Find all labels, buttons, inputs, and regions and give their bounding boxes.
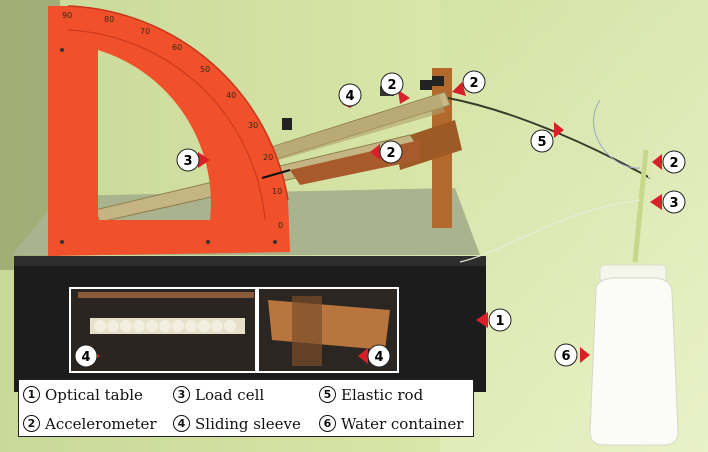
legend-item-load-cell: 3 Load cell: [169, 380, 315, 409]
callout-1: 1: [476, 308, 512, 332]
legend-label: Load cell: [195, 385, 265, 404]
tick-label-70: 70: [140, 27, 150, 36]
flexible-tube: [603, 73, 659, 179]
callout-4-inset-right: 4: [358, 344, 391, 368]
tick-label-30: 30: [248, 121, 258, 130]
protractor-frame: [48, 6, 290, 256]
tick-label-10: 10: [272, 187, 282, 196]
callout-2-accelerometer-right: 2: [452, 70, 486, 96]
svg-text:4: 4: [374, 350, 383, 365]
tick-label-0: 0: [278, 221, 283, 230]
callout-5-elastic-rod: 5: [530, 122, 564, 153]
legend-label: Elastic rod: [341, 385, 424, 404]
protractor-holes: [60, 48, 277, 244]
callout-3-load-cell-left: 3: [176, 148, 210, 172]
callout-3-load-cell-right: 3: [650, 190, 686, 214]
legend-number-badge: 3: [173, 386, 190, 403]
svg-text:6: 6: [561, 349, 570, 364]
callout-4-sliding-sleeve-top: 4: [338, 83, 362, 108]
legend-number-badge: 5: [319, 386, 336, 403]
hanging-tube: [632, 149, 649, 263]
legend-number-badge: 2: [23, 415, 40, 432]
svg-text:5: 5: [537, 135, 546, 150]
tick-label-40: 40: [226, 91, 236, 100]
legend-item-elastic-rod: 5 Elastic rod: [315, 380, 475, 409]
svg-text:2: 2: [669, 156, 678, 171]
tick-label-90: 90: [62, 11, 72, 20]
legend-label: Sliding sleeve: [195, 414, 301, 433]
legend-item-accelerometer: 2 Accelerometer: [19, 409, 169, 438]
optical-table-edge: [14, 256, 486, 266]
svg-text:4: 4: [345, 89, 354, 104]
protractor-needle: [261, 169, 291, 179]
legend-item-water-container: 6 Water container: [315, 409, 475, 438]
knob: [420, 80, 432, 90]
legend-item-sliding-sleeve: 4 Sliding sleeve: [169, 409, 315, 438]
legend-label: Water container: [341, 414, 464, 433]
protractor-tick-labels: 90 80 70 60 50 40 30 20 10 0: [62, 11, 283, 230]
callout-2-accelerometer-left: 2: [380, 72, 410, 104]
inset-right-clamp: [292, 296, 322, 366]
legend-box: 1 Optical table 3 Load cell 5 Elastic ro…: [18, 379, 474, 437]
tick-label-50: 50: [200, 65, 210, 74]
tick-label-20: 20: [263, 153, 273, 162]
callout-2-accelerometer-bottom: 2: [370, 140, 403, 164]
svg-text:4: 4: [81, 350, 90, 365]
svg-text:1: 1: [495, 314, 504, 329]
legend-label: Accelerometer: [45, 414, 157, 433]
legend-label: Optical table: [45, 385, 143, 404]
knob: [432, 76, 444, 86]
inset-left-strip: [78, 292, 254, 298]
svg-text:2: 2: [469, 76, 478, 91]
accelerometer-cable: [593, 99, 641, 169]
svg-text:2: 2: [386, 146, 395, 161]
svg-text:3: 3: [183, 154, 192, 169]
knob: [282, 118, 292, 130]
legend-item-optical-table: 1 Optical table: [19, 380, 169, 409]
tick-label-60: 60: [172, 43, 182, 52]
svg-text:3: 3: [669, 196, 678, 211]
sliding-rail-shadow: [260, 95, 445, 165]
protractor-inner-arc: [67, 29, 266, 221]
callout-6-water-container: 6: [554, 343, 590, 367]
svg-text:2: 2: [387, 78, 396, 93]
legend-number-badge: 6: [319, 415, 336, 432]
callout-4-inset-left: 4: [74, 344, 100, 368]
legend-number-badge: 4: [173, 415, 190, 432]
sensor-cable: [459, 199, 641, 263]
protractor-arc: [67, 5, 289, 201]
tick-label-80: 80: [104, 15, 114, 24]
water-container: [589, 277, 679, 446]
inset-left-balls: [94, 320, 236, 332]
callout-2-accelerometer-tip: 2: [652, 150, 686, 174]
legend-number-badge: 1: [23, 386, 40, 403]
